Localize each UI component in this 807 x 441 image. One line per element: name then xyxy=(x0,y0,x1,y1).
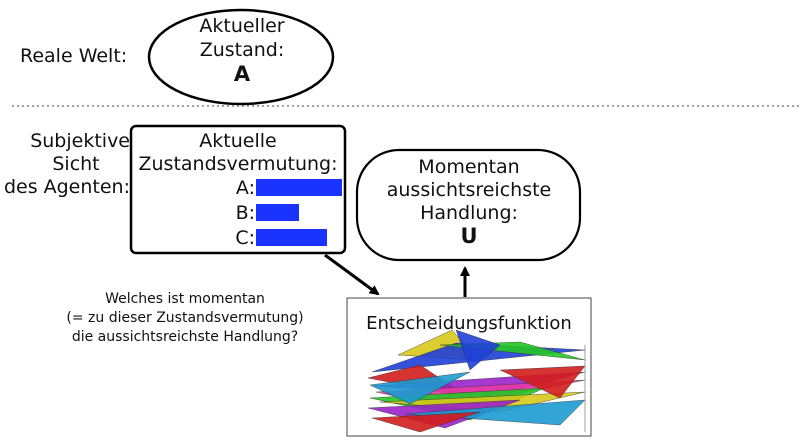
action-line2: aussichtsreichste xyxy=(386,179,552,201)
surface-facet xyxy=(404,399,586,426)
decision-title: Entscheidungsfunktion xyxy=(366,313,572,334)
question-line2: (= zu dieser Zustandsvermutung) xyxy=(66,310,304,326)
subjective-line3: des Agenten: xyxy=(3,176,130,198)
surface-facet xyxy=(371,411,481,433)
surface-facet xyxy=(369,371,471,405)
belief-bar xyxy=(256,204,299,221)
subjective-line1: Subjektive xyxy=(30,130,130,152)
belief-title: Aktuelle Zustandsvermutung: xyxy=(135,130,341,176)
belief-title-line1: Aktuelle xyxy=(199,130,277,152)
belief-title-line2: Zustandsvermutung: xyxy=(138,153,338,175)
action-value: U xyxy=(460,224,478,248)
action-text: Momentan aussichtsreichste Handlung: U xyxy=(360,156,578,248)
belief-box xyxy=(129,124,347,255)
surface-facet xyxy=(499,365,586,399)
belief-row: A: xyxy=(200,177,345,199)
real-state-text: Aktueller Zustand: A xyxy=(170,14,314,86)
belief-row: B: xyxy=(200,202,345,224)
belief-bar xyxy=(256,179,342,196)
action-line3: Handlung: xyxy=(420,202,518,224)
belief-bar xyxy=(256,229,327,246)
belief-row-label: A: xyxy=(235,177,255,199)
surface-facet xyxy=(455,329,501,371)
real-state-value: A xyxy=(233,62,251,86)
arrow-belief-to-decision xyxy=(324,253,380,296)
belief-row-label: C: xyxy=(235,227,255,249)
action-line1: Momentan xyxy=(418,156,520,178)
action-box xyxy=(355,148,582,262)
belief-row-label: B: xyxy=(235,202,255,224)
belief-row: C: xyxy=(200,227,345,249)
question-line1: Welches ist momentan xyxy=(105,291,265,307)
subjective-label: Subjektive Sicht des Agenten: xyxy=(2,130,130,199)
question-line3: die aussichtsreichste Handlung? xyxy=(71,329,299,345)
subjective-line2: Sicht xyxy=(52,153,100,175)
decision-surface xyxy=(367,329,586,433)
real-world-label: Reale Welt: xyxy=(20,45,128,67)
question-text: Welches ist momentan (= zu dieser Zustan… xyxy=(40,290,330,347)
real-state-line2: Zustand: xyxy=(199,39,285,61)
real-state-line1: Aktueller xyxy=(199,15,285,37)
